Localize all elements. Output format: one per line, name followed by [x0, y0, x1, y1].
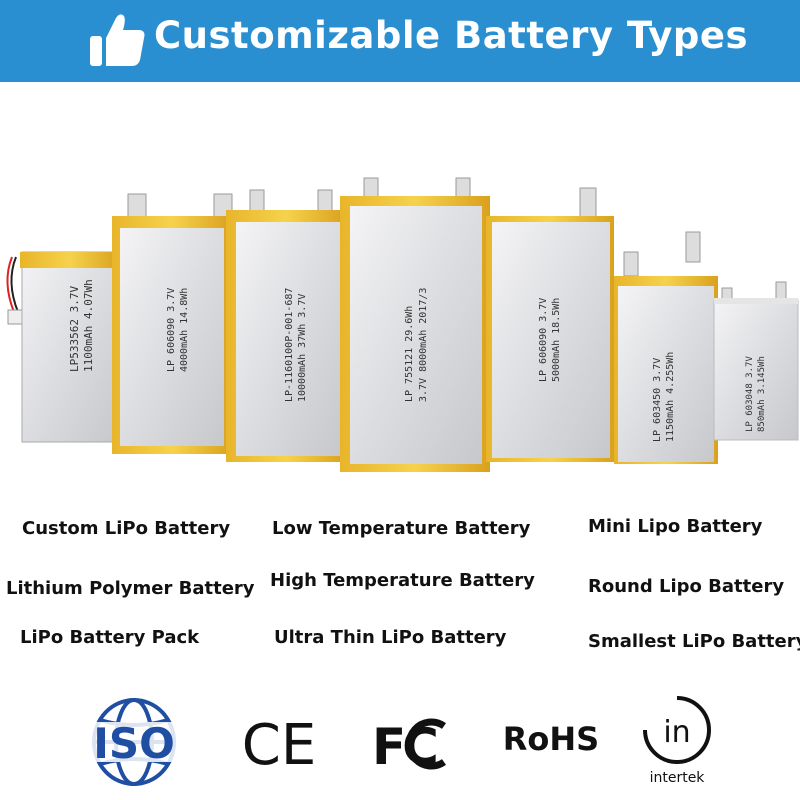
battery-7: LP 603048 3.7V 850mAh 3.145Wh: [713, 281, 799, 441]
intertek-logo: in intertek: [643, 696, 711, 786]
battery-4-label: LP 755121 29.6Wh 3.7V 8000mAh 2017/3: [404, 288, 429, 402]
battery-3: LP-1160100P-001-687 10000mAh 37Wh 3.7V: [226, 189, 346, 462]
battery-1-label: LP533562 3.7V 1100mAh 4.07Wh: [68, 279, 95, 372]
type-smallest-lipo: Smallest LiPo Battery: [588, 631, 800, 652]
type-low-temperature: Low Temperature Battery: [272, 518, 531, 539]
battery-4: LP 755121 29.6Wh 3.7V 8000mAh 2017/3: [340, 177, 490, 472]
rohs-text: RoHS: [503, 720, 599, 758]
intertek-text: intertek: [650, 770, 706, 786]
iso-text: ISO: [93, 719, 175, 768]
type-custom-lipo: Custom LiPo Battery: [22, 518, 231, 539]
ce-text: CE: [242, 713, 316, 778]
thumbs-up-icon: [90, 14, 145, 66]
battery-7-label: LP 603048 3.7V 850mAh 3.145Wh: [745, 351, 767, 432]
type-round-lipo: Round Lipo Battery: [588, 576, 785, 597]
type-ultra-thin-lipo: Ultra Thin LiPo Battery: [274, 627, 507, 648]
iso-logo: ISO: [86, 698, 182, 786]
battery-2-label: LP 606090 3.7V 4000mAh 14.8Wh: [166, 282, 190, 372]
battery-2: LP 606090 3.7V 4000mAh 14.8Wh: [112, 193, 233, 454]
battery-1: LP533562 3.7V 1100mAh 4.07Wh: [6, 251, 120, 443]
header-banner: Customizable Battery Types: [0, 0, 800, 82]
battery-6-label: LP 603450 3.7V 1150mAh 4.255Wh: [652, 352, 676, 442]
page-title: Customizable Battery Types: [154, 14, 748, 57]
battery-6: LP 603450 3.7V 1150mAh 4.255Wh: [614, 231, 718, 464]
battery-3-label: LP-1160100P-001-687 10000mAh 37Wh 3.7V: [284, 282, 308, 402]
type-lipo-pack: LiPo Battery Pack: [20, 627, 200, 648]
rohs-logo: RoHS: [503, 720, 599, 758]
type-high-temperature: High Temperature Battery: [270, 570, 535, 591]
battery-5: LP 606090 3.7V 5000mAh 18.5Wh: [486, 187, 614, 462]
battery-photo: LP533562 3.7V 1100mAh 4.07Wh LP 606090 3…: [6, 177, 799, 472]
intertek-mark: in: [663, 715, 690, 750]
type-mini-lipo: Mini Lipo Battery: [588, 516, 763, 537]
battery-5-label: LP 606090 3.7V 5000mAh 18.5Wh: [538, 292, 562, 382]
ce-logo: CE: [242, 713, 316, 778]
type-lithium-polymer: Lithium Polymer Battery: [6, 578, 255, 599]
fcc-logo: FC: [372, 718, 447, 776]
